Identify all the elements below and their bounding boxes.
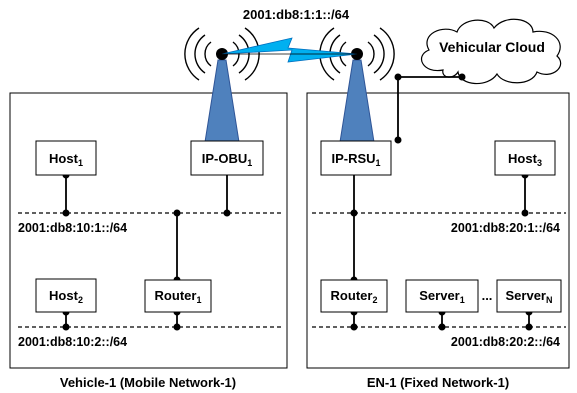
node-name: Host bbox=[508, 151, 538, 166]
wireless-link-icon bbox=[221, 37, 358, 63]
node-subscript: 1 bbox=[247, 158, 252, 168]
host2-node[interactable]: Host2 bbox=[35, 278, 97, 313]
junction-dot bbox=[173, 323, 181, 331]
node-name: Server bbox=[506, 288, 546, 303]
vehicle-upper-prefix: 2001:db8:10:1::/64 bbox=[18, 221, 127, 235]
host1-node[interactable]: Host1 bbox=[35, 140, 97, 176]
node-name: Host bbox=[49, 288, 79, 303]
svg-text:IP-OBU1: IP-OBU1 bbox=[202, 151, 253, 168]
junction-dot bbox=[394, 73, 402, 81]
rsu-cloud-link bbox=[397, 76, 462, 140]
serverN-node[interactable]: ServerN bbox=[496, 279, 562, 313]
node-subscript: 1 bbox=[78, 158, 83, 168]
node-name: IP-RSU bbox=[331, 151, 375, 166]
svg-text:Server1: Server1 bbox=[419, 288, 465, 305]
junction-dot bbox=[62, 209, 70, 217]
node-name: Server bbox=[419, 288, 459, 303]
svg-text:Host3: Host3 bbox=[508, 151, 542, 168]
node-subscript: 1 bbox=[196, 295, 201, 305]
rsu-antenna-icon bbox=[319, 27, 395, 143]
junction-dot bbox=[350, 323, 358, 331]
svg-text:Host1: Host1 bbox=[49, 151, 83, 168]
junction-dot bbox=[173, 209, 181, 217]
node-subscript: 3 bbox=[537, 158, 542, 168]
node-subscript: N bbox=[546, 295, 553, 305]
cloud-label: Vehicular Cloud bbox=[439, 39, 545, 55]
vehicle-network-frame bbox=[9, 92, 288, 369]
node-subscript: 2 bbox=[372, 295, 377, 305]
top-prefix-label: 2001:db8:1:1::/64 bbox=[243, 7, 350, 22]
node-name: Router bbox=[155, 288, 197, 303]
junction-dot bbox=[394, 136, 402, 144]
server-ellipsis: ... bbox=[482, 288, 493, 303]
node-name: Router bbox=[331, 288, 373, 303]
vehicle-lower-prefix: 2001:db8:10:2::/64 bbox=[18, 335, 127, 349]
junction-dot bbox=[525, 323, 533, 331]
router2-node[interactable]: Router2 bbox=[320, 279, 388, 313]
node-name: IP-OBU bbox=[202, 151, 248, 166]
node-subscript: 1 bbox=[460, 295, 465, 305]
junction-dot bbox=[223, 209, 231, 217]
obu-antenna-icon bbox=[184, 27, 260, 143]
svg-text:IP-RSU1: IP-RSU1 bbox=[331, 151, 380, 168]
node-subscript: 1 bbox=[376, 158, 381, 168]
server1-node[interactable]: Server1 bbox=[405, 279, 479, 313]
node-name: Host bbox=[49, 151, 79, 166]
svg-text:ServerN: ServerN bbox=[506, 288, 553, 305]
junction-dot bbox=[438, 323, 446, 331]
en-lower-prefix: 2001:db8:20:2::/64 bbox=[451, 335, 560, 349]
vehicle-network-caption: Vehicle-1 (Mobile Network-1) bbox=[60, 375, 236, 390]
ip-rsu-node[interactable]: IP-RSU1 bbox=[320, 140, 392, 176]
junction-dot bbox=[458, 73, 466, 81]
svg-text:Router1: Router1 bbox=[155, 288, 202, 305]
ip-obu-node[interactable]: IP-OBU1 bbox=[190, 140, 264, 176]
en-network-frame bbox=[306, 92, 570, 369]
vehicular-cloud: Vehicular Cloud bbox=[420, 18, 562, 85]
svg-text:Host2: Host2 bbox=[49, 288, 83, 305]
router1-node[interactable]: Router1 bbox=[144, 279, 212, 313]
junction-dot bbox=[62, 323, 70, 331]
host3-node[interactable]: Host3 bbox=[494, 140, 556, 176]
node-subscript: 2 bbox=[78, 295, 83, 305]
svg-text:Router2: Router2 bbox=[331, 288, 378, 305]
en-network-caption: EN-1 (Fixed Network-1) bbox=[367, 375, 509, 390]
junction-dot bbox=[521, 209, 529, 217]
en-upper-prefix: 2001:db8:20:1::/64 bbox=[451, 221, 560, 235]
junction-dot bbox=[350, 209, 358, 217]
